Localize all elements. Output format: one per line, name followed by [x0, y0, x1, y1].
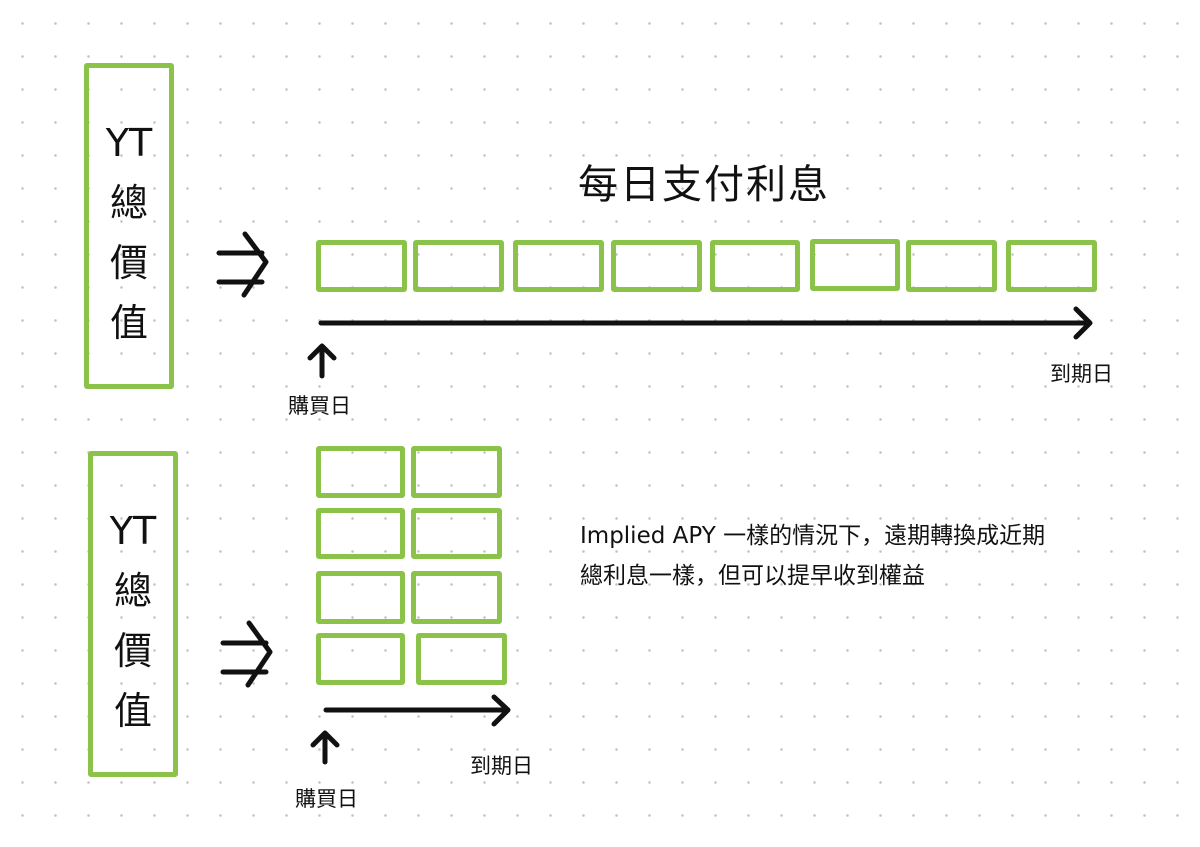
maturity-date-label-top: 到期日	[1050, 362, 1113, 386]
total-char: 總	[109, 181, 148, 225]
price-char: 價	[113, 629, 152, 673]
double-arrow-icon-bottom	[220, 620, 273, 688]
interest-block	[316, 633, 405, 685]
yt-text: YT	[109, 509, 157, 553]
interest-block	[411, 446, 502, 498]
interest-block	[710, 240, 800, 292]
interest-block	[316, 508, 405, 559]
price-char: 價	[109, 241, 148, 285]
total-char: 總	[113, 569, 152, 613]
yt-total-value-box-top	[84, 63, 174, 389]
diagram-title: 每日支付利息	[578, 162, 830, 208]
interest-block	[316, 571, 405, 624]
yt-total-value-label-top: YT 總 價 值	[84, 113, 174, 353]
interest-block	[513, 240, 604, 292]
purchase-date-label-bottom: 購買日	[295, 787, 358, 811]
interest-block	[316, 446, 405, 498]
interest-block	[413, 240, 504, 292]
maturity-date-label-bottom: 到期日	[470, 754, 533, 778]
purchase-up-arrow-bottom	[310, 730, 340, 765]
value-char: 值	[109, 301, 148, 345]
yt-total-value-label-bottom: YT 總 價 值	[88, 501, 178, 741]
double-arrow-icon-top	[216, 231, 269, 298]
interest-block	[810, 239, 900, 291]
yt-total-value-box-bottom	[88, 451, 178, 777]
note-line-2: 總利息一樣，但可以提早收到權益	[580, 563, 925, 589]
purchase-up-arrow-top	[307, 343, 337, 379]
interest-block	[611, 240, 702, 292]
timeline-arrow-bottom	[323, 694, 511, 727]
interest-block	[411, 571, 502, 624]
value-char: 值	[113, 689, 152, 733]
interest-block	[1006, 240, 1097, 292]
interest-block	[411, 508, 502, 559]
note-line-1: Implied APY 一樣的情況下，遠期轉換成近期	[580, 523, 1046, 549]
timeline-arrow-top	[318, 306, 1093, 340]
interest-block	[416, 633, 507, 685]
interest-block	[316, 240, 407, 292]
interest-block	[906, 240, 997, 292]
purchase-date-label-top: 購買日	[288, 394, 351, 418]
yt-text: YT	[105, 121, 153, 165]
explanation-note: Implied APY 一樣的情況下，遠期轉換成近期 總利息一樣，但可以提早收到…	[580, 516, 1045, 596]
